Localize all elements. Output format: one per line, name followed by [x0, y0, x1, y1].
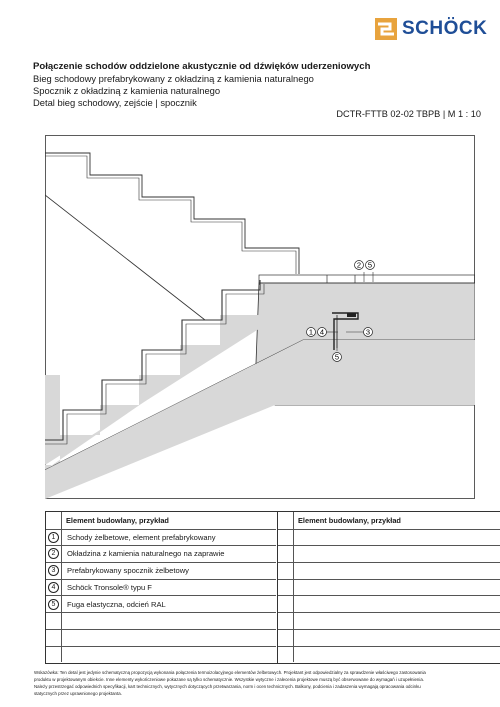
table-row-empty — [46, 628, 276, 647]
brand-mark-icon — [375, 18, 397, 40]
upper-stair-outline — [45, 152, 300, 274]
callout-top-a: 2 — [357, 261, 361, 270]
table-row-empty — [46, 645, 276, 663]
callout-bottom: 5 — [335, 353, 339, 362]
drawing-reference: DCTR-FTTB 02-02 TBPB | M 1 : 10 — [336, 109, 481, 119]
disclaimer-line: produktu w projektowanym obiekcie. Inne … — [34, 677, 424, 682]
item-number: 3 — [48, 565, 59, 577]
detail-subtitle-1: Bieg schodowy prefabrykowany z okładziną… — [33, 73, 314, 84]
item-number: 1 — [48, 531, 59, 543]
item-label: Prefabrykowany spocznik żelbetowy — [67, 566, 189, 576]
table-header-label: Element budowlany, przykład — [66, 516, 169, 525]
stair-section-drawing: 2 5 1 4 3 5 — [44, 135, 476, 504]
callout-top-b: 5 — [368, 261, 372, 270]
disclaimer-line: Należy przestrzegać odpowiednich specyfi… — [34, 684, 421, 689]
table-header-row: Element budowlany, przykład — [46, 512, 276, 530]
callout-mid-b: 4 — [320, 328, 324, 337]
item-label: Schöck Tronsole® typu F — [67, 582, 152, 592]
components-table: Element budowlany, przykład 1 Schody żel… — [45, 511, 500, 664]
table-row: 5 Fuga elastyczna, odcień RAL — [46, 595, 276, 614]
table-row-empty — [46, 612, 276, 630]
detail-subtitle-3: Detal bieg schodowy, zejście | spocznik — [33, 97, 197, 108]
item-number: 5 — [48, 598, 59, 610]
upper-flight-soffit — [44, 194, 206, 321]
item-number: 4 — [48, 581, 59, 593]
disclaimer-note: Wskazówka: Ten detal jest jedynie schema… — [34, 669, 492, 697]
lower-stair-outline — [45, 280, 261, 441]
components-table-left: Element budowlany, przykład 1 Schody żel… — [46, 512, 276, 663]
table-row: 4 Schöck Tronsole® typu F — [46, 578, 276, 597]
table-row: 2 Okładzina z kamienia naturalnego na za… — [46, 545, 276, 564]
table-header-row: Element budowlany, przykład — [278, 512, 500, 530]
table-row: 1 Schody żelbetowe, element prefabrykowa… — [46, 528, 276, 547]
item-label: Schody żelbetowe, element prefabrykowany — [67, 532, 216, 542]
drawing-sheet: SCHÖCK Połączenie schodów oddzielone aku… — [30, 12, 500, 702]
disclaimer-line: statycznych przez uprawnionego projektan… — [34, 691, 122, 696]
detail-subtitle-2: Spocznik z okładziną z kamienia naturaln… — [33, 85, 221, 96]
disclaimer-line: Wskazówka: Ten detal jest jedynie schema… — [34, 670, 426, 675]
table-row: 3 Prefabrykowany spocznik żelbetowy — [46, 562, 276, 580]
item-label: Okładzina z kamienia naturalnego na zapr… — [67, 549, 225, 559]
callout-mid-c: 3 — [366, 328, 370, 337]
item-number: 2 — [48, 548, 59, 560]
table-header-label: Element budowlany, przykład — [298, 516, 401, 525]
brand-logo: SCHÖCK — [375, 18, 487, 40]
brand-name: SCHÖCK — [402, 18, 488, 39]
components-table-right: Element budowlany, przykład — [277, 512, 500, 663]
item-label: Fuga elastyczna, odcień RAL — [67, 599, 166, 609]
title-block: Połączenie schodów oddzielone akustyczni… — [33, 61, 481, 119]
detail-title: Połączenie schodów oddzielone akustyczni… — [33, 61, 371, 72]
callout-mid-a: 1 — [309, 328, 313, 337]
landing-cladding — [258, 274, 476, 284]
